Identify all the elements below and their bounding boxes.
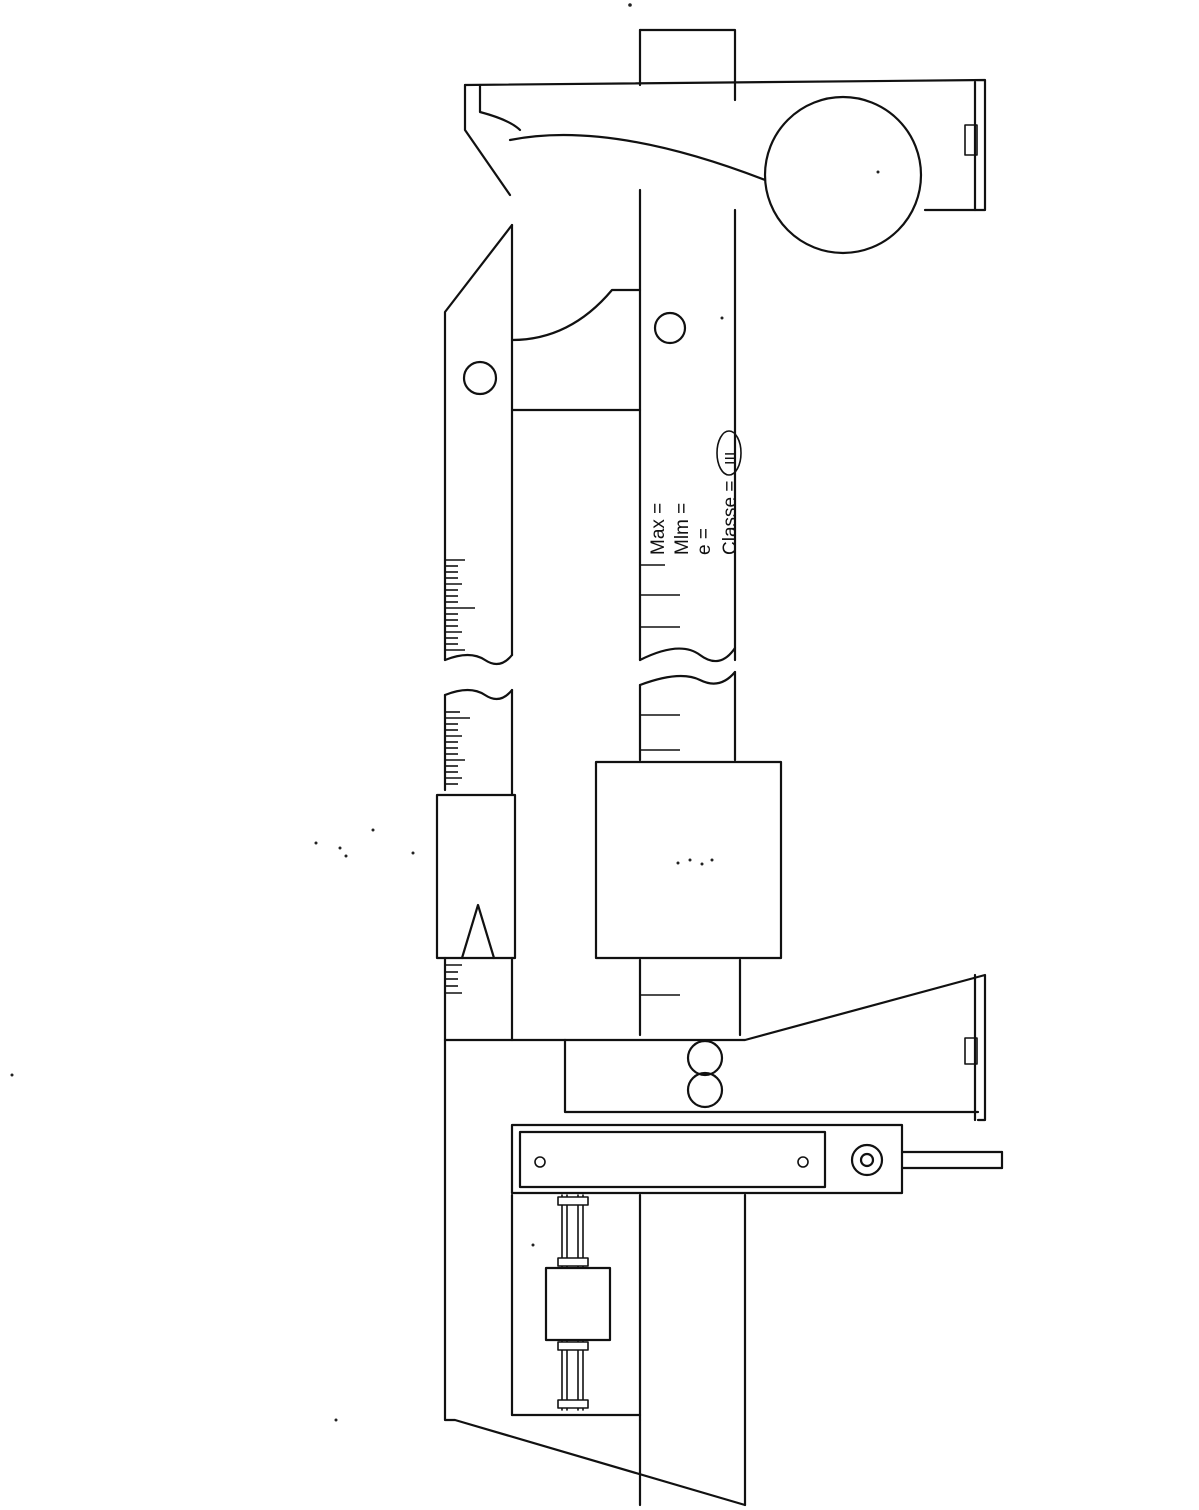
max-label: Max = — [648, 503, 669, 555]
classe-seal — [716, 430, 742, 476]
marking-text: Max = Mlm = e = Classe = III — [648, 430, 742, 555]
jaw-hole — [462, 360, 498, 396]
thumb-wheel — [763, 95, 923, 255]
upper-fixed-jaw — [463, 78, 987, 255]
depth-scale-upper — [445, 559, 475, 651]
clamp-knob-inner — [859, 1152, 875, 1168]
scan-specks — [10, 3, 724, 1422]
lock-screw-upper — [686, 1039, 724, 1077]
beam-hole — [653, 311, 687, 345]
adjust-nut — [544, 1266, 612, 1342]
beam-scale — [640, 564, 680, 996]
mlm-label: Mlm = — [672, 503, 693, 555]
lock-screw-lower — [686, 1071, 724, 1109]
clamp-plate — [510, 1123, 1004, 1195]
classe-label: Classe = — [720, 481, 741, 555]
clamp-knob-outer — [850, 1143, 884, 1177]
depth-scale-lower — [443, 688, 514, 797]
vernier-slider — [435, 793, 517, 1042]
main-beam — [638, 28, 747, 1507]
jaw-notch — [964, 124, 978, 156]
lower-jaw-frame — [443, 973, 987, 1507]
e-label: e = — [694, 528, 715, 555]
slider-block — [594, 760, 783, 960]
fine-adjust-assembly — [531, 1194, 612, 1411]
classe-value: III — [723, 452, 740, 465]
upper-moving-jaw — [443, 223, 642, 666]
lower-jaw-notch — [964, 1037, 978, 1065]
